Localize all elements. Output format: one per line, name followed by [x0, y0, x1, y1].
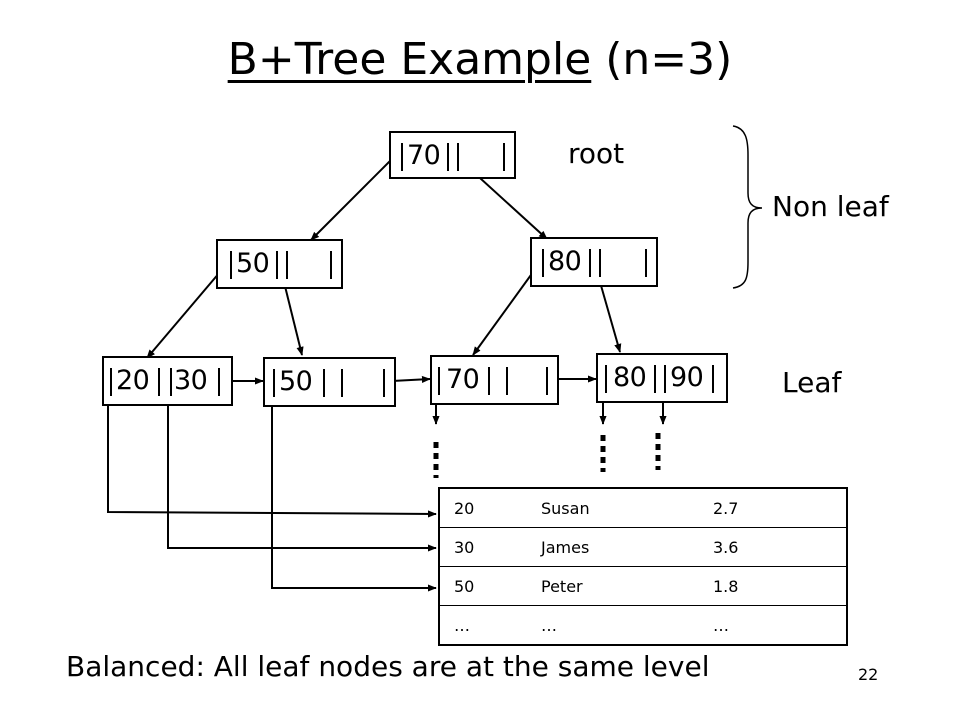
node-key: 80 — [548, 246, 582, 277]
pointer-slot — [276, 251, 278, 279]
node-key: 70 — [407, 140, 441, 171]
record-key: … — [454, 615, 470, 635]
root-node: 70 — [389, 131, 516, 179]
non-leaf-label: Non leaf — [772, 190, 889, 223]
record-value: 1.8 — [699, 566, 847, 606]
sibling-link-2-3 — [391, 375, 431, 384]
pointer-slot — [506, 367, 508, 395]
records-table: 20 Susan 2.7 30 James 3.6 50 Peter 1.8 …… — [438, 487, 848, 646]
record-name: Peter — [527, 566, 699, 606]
pointer-slot — [323, 369, 325, 397]
root-label: root — [568, 137, 625, 170]
table-row: 20 Susan 2.7 — [439, 488, 847, 528]
record-value: 2.7 — [699, 488, 847, 528]
internal-node-left: 50 — [216, 239, 343, 289]
non-leaf-brace — [732, 125, 763, 289]
pointer-slot — [401, 143, 403, 171]
pointer-slot — [447, 143, 449, 171]
title-rest: (n=3) — [591, 34, 733, 85]
pointer-slot — [712, 365, 714, 393]
pointer-slot — [503, 143, 505, 171]
leaf-node-2: 50 — [263, 357, 396, 407]
pointer-slot — [438, 367, 440, 395]
record-key: 20 — [439, 488, 527, 528]
node-key: 50 — [279, 366, 313, 397]
pointer-slot — [664, 365, 666, 393]
pointer-slot — [599, 249, 601, 277]
edge-right-to-leaf3 — [472, 267, 537, 356]
pointer-slot — [330, 251, 332, 279]
record-pointer-20 — [107, 381, 437, 518]
footer-statement: Balanced: All leaf nodes are at the same… — [66, 650, 710, 683]
record-pointer-50 — [271, 381, 437, 592]
pointer-slot — [457, 143, 459, 171]
edge-left-to-leaf1 — [146, 271, 221, 359]
record-name: James — [527, 527, 699, 567]
table-row: 50 Peter 1.8 — [439, 566, 847, 606]
leaf-label: Leaf — [782, 366, 842, 399]
pointer-slot — [230, 251, 232, 279]
record-name: Susan — [527, 488, 699, 528]
pointer-slot — [218, 368, 220, 396]
pointer-slot — [273, 369, 275, 397]
pointer-slot — [654, 365, 656, 393]
pointer-slot — [341, 369, 343, 397]
node-key: 90 — [670, 362, 704, 393]
leaf-node-3: 70 — [430, 355, 559, 405]
record-pointer-30 — [167, 381, 437, 552]
node-key: 80 — [613, 362, 647, 393]
pointer-slot — [170, 368, 172, 396]
pointer-slot — [645, 249, 647, 277]
node-key: 70 — [446, 364, 480, 395]
pointer-slot — [542, 249, 544, 277]
pointer-slot — [546, 367, 548, 395]
pointer-slot — [383, 369, 385, 397]
leaf-node-1: 20 30 — [102, 356, 233, 406]
pointer-slot — [110, 368, 112, 396]
table-row: … … … — [439, 606, 847, 646]
title-underlined: B+Tree Example — [227, 34, 592, 85]
record-key: 50 — [439, 566, 527, 606]
pointer-slot — [158, 368, 160, 396]
record-key: 30 — [439, 527, 527, 567]
internal-node-right: 80 — [530, 237, 658, 287]
edge-root-to-left — [310, 157, 394, 241]
pointer-slot — [286, 251, 288, 279]
node-key: 20 — [116, 365, 150, 396]
leaf-node-4: 80 90 — [596, 353, 728, 403]
record-value: … — [713, 615, 729, 635]
record-name: … — [541, 615, 557, 635]
pointer-slot — [488, 367, 490, 395]
record-value: 3.6 — [699, 527, 847, 567]
table-row: 30 James 3.6 — [439, 527, 847, 567]
pointer-slot — [589, 249, 591, 277]
pointer-slot — [605, 365, 607, 393]
node-key: 30 — [174, 365, 208, 396]
page-number: 22 — [858, 665, 879, 684]
slide-title: B+Tree Example (n=3) — [0, 34, 960, 86]
node-key: 50 — [236, 248, 270, 279]
